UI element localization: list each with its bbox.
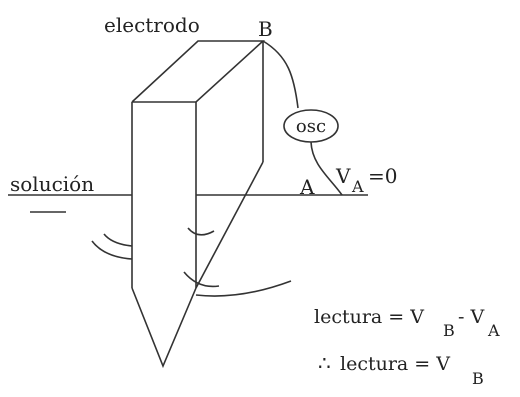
solution-label: solución <box>10 172 94 196</box>
va-v-label: V <box>335 164 351 188</box>
electrode-tip <box>131 287 197 369</box>
point-b-label: B <box>258 17 273 41</box>
equation-minus-v: - V <box>458 306 484 328</box>
equation2-reading-lhs: lectura = V <box>340 353 450 375</box>
electrode-body <box>131 40 266 369</box>
point-a-label: A <box>299 175 315 199</box>
electrode-side-bottom-edge <box>195 161 264 289</box>
electrode-top-face <box>131 40 266 103</box>
electrode-label: electrodo <box>104 13 200 37</box>
equation-subscript-a: A <box>487 321 500 340</box>
swirl-mark <box>187 227 215 236</box>
therefore-symbol: ∴ <box>318 351 331 375</box>
swirl-mark <box>91 240 133 260</box>
equation-subscript-b: B <box>443 321 455 340</box>
wire-osc-to-a <box>310 141 343 196</box>
equation2-subscript-b: B <box>472 369 484 388</box>
swirl-mark <box>195 280 292 297</box>
oscilloscope-label: osc <box>296 116 326 137</box>
swirl-mark <box>183 271 220 288</box>
wire-b-to-osc <box>262 40 299 109</box>
va-equals-zero: =0 <box>368 164 397 188</box>
va-subscript: A <box>351 177 364 196</box>
equation-reading-lhs: lectura = V <box>314 306 424 328</box>
swirl-mark <box>103 233 133 247</box>
